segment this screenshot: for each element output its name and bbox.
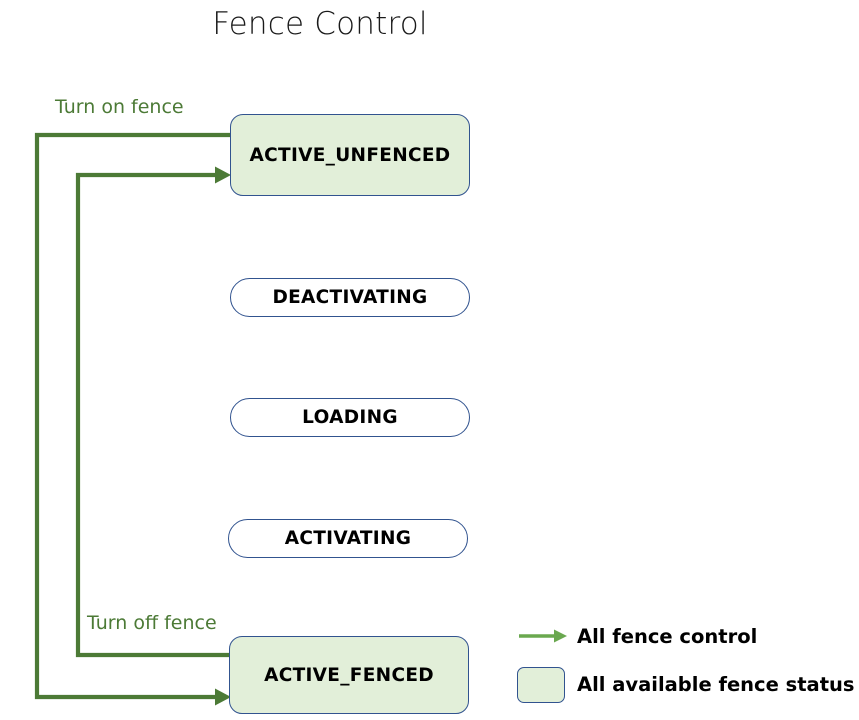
state-node-label: DEACTIVATING <box>272 287 428 308</box>
state-node-loading[interactable]: LOADING <box>230 398 470 437</box>
legend-label-all-fence-control: All fence control <box>577 624 758 648</box>
state-node-label: LOADING <box>302 407 398 428</box>
arrowhead-to-active-unfenced <box>215 166 231 184</box>
legend-label-all-available-fence-status: All available fence status <box>577 672 855 696</box>
swatch-icon <box>517 667 565 703</box>
state-node-label: ACTIVE_UNFENCED <box>249 144 451 166</box>
page-title: Fence Control <box>212 6 428 42</box>
legend-item-all-available-fence-status: All available fence status <box>517 666 855 703</box>
state-node-activating[interactable]: ACTIVATING <box>228 519 468 558</box>
transition-label-turn-on-fence: Turn on fence <box>55 96 184 118</box>
state-node-active-fenced[interactable]: ACTIVE_FENCED <box>229 636 469 714</box>
legend-item-all-fence-control: All fence control <box>517 618 757 654</box>
legend: All fence control All available fence st… <box>517 618 859 720</box>
state-node-label: ACTIVATING <box>284 528 412 549</box>
legend-key-arrow <box>517 618 569 654</box>
legend-key-swatch <box>517 666 569 703</box>
state-node-active-unfenced[interactable]: ACTIVE_UNFENCED <box>230 114 470 196</box>
transition-label-turn-off-fence: Turn off fence <box>87 612 217 634</box>
transition-turn-off-fence <box>75 166 231 658</box>
arrow-icon <box>519 629 567 643</box>
state-node-deactivating[interactable]: DEACTIVATING <box>230 278 470 317</box>
state-node-label: ACTIVE_FENCED <box>264 664 434 686</box>
